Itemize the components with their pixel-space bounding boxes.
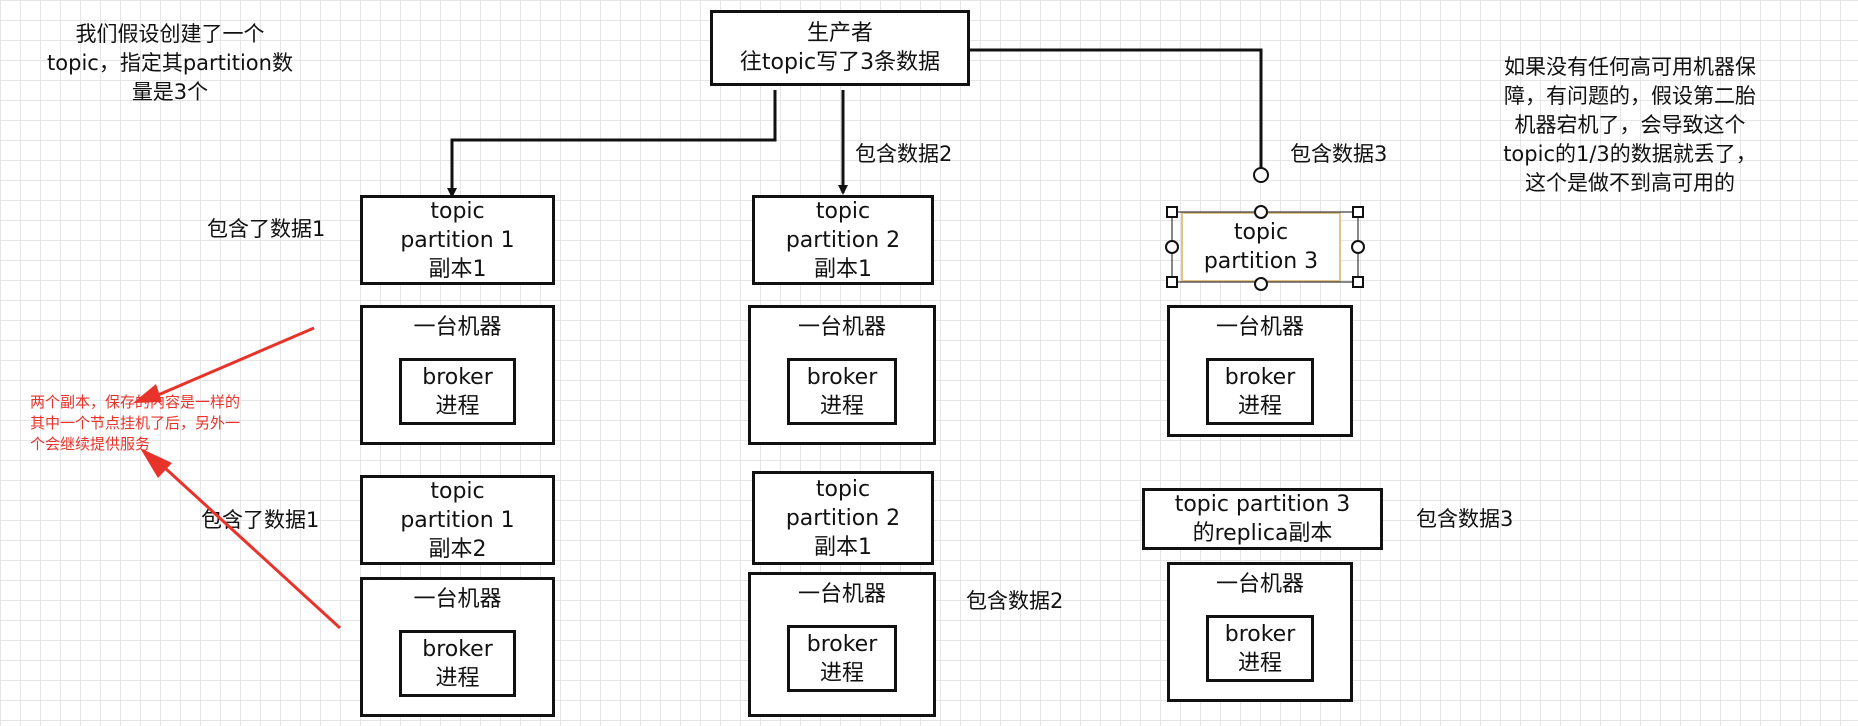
partition-1-replica-1[interactable]: topic partition 1 副本1: [360, 195, 555, 285]
label-contains-data-2-second: 包含数据2: [966, 589, 1064, 613]
broker-process[interactable]: broker 进程: [787, 625, 897, 692]
note-top-left: 我们假设创建了一个 topic，指定其partition数 量是3个: [47, 22, 293, 104]
machine-label: 一台机器: [1215, 572, 1304, 597]
broker-process[interactable]: broker 进程: [399, 630, 516, 697]
machine-5[interactable]: 一台机器 broker 进程: [748, 572, 936, 717]
partition-1-replica-2-text: topic partition 1 副本2: [400, 478, 515, 562]
producer-text: 生产者 往topic写了3条数据: [739, 21, 941, 75]
red-arrow-lower-shaft: [163, 466, 342, 630]
selection-handle-top[interactable]: [1254, 205, 1268, 219]
machine-1[interactable]: 一台机器 broker 进程: [360, 305, 555, 445]
connector-end-handle: [1253, 167, 1269, 183]
selection-handle-right[interactable]: [1351, 240, 1365, 254]
arrow-to-partition-3: [968, 48, 1263, 172]
selection-handle-bottom-right[interactable]: [1352, 276, 1364, 288]
label-contains-data-1: 包含了数据1: [207, 217, 326, 241]
partition-2-replica-1-second-text: topic partition 2 副本1: [785, 476, 901, 560]
machine-label: 一台机器: [1215, 315, 1304, 340]
machine-label: 一台机器: [797, 315, 886, 340]
broker-process[interactable]: broker 进程: [1206, 358, 1314, 425]
selection-handle-left[interactable]: [1165, 240, 1179, 254]
selection-handle-top-left[interactable]: [1166, 206, 1178, 218]
broker-process[interactable]: broker 进程: [787, 358, 897, 425]
partition-1-replica-2[interactable]: topic partition 1 副本2: [360, 475, 555, 565]
machine-label: 一台机器: [413, 587, 502, 612]
broker-process[interactable]: broker 进程: [1206, 615, 1314, 682]
note-top-right: 如果没有任何高可用机器保 障，有问题的，假设第二胎 机器宕机了，会导致这个 to…: [1503, 55, 1757, 195]
red-arrow-upper-head: [133, 384, 162, 403]
broker-process[interactable]: broker 进程: [399, 358, 516, 425]
label-contains-data-3: 包含数据3: [1290, 142, 1388, 166]
machine-4[interactable]: 一台机器 broker 进程: [360, 577, 555, 717]
machine-6[interactable]: 一台机器 broker 进程: [1167, 562, 1353, 702]
machine-2[interactable]: 一台机器 broker 进程: [748, 305, 936, 445]
partition-1-replica-1-text: topic partition 1 副本1: [400, 198, 515, 282]
partition-2-replica-1[interactable]: topic partition 2 副本1: [752, 195, 934, 285]
partition-3-text: topic partition 3: [1203, 220, 1319, 274]
selection-handle-top-right[interactable]: [1352, 206, 1364, 218]
arrow-to-partition-1: [447, 90, 777, 198]
partition-3-replica[interactable]: topic partition 3 的replica副本: [1142, 488, 1383, 550]
partition-2-replica-1-text: topic partition 2 副本1: [785, 198, 901, 282]
machine-3[interactable]: 一台机器 broker 进程: [1167, 305, 1353, 437]
machine-label: 一台机器: [413, 315, 502, 340]
partition-2-replica-1-second[interactable]: topic partition 2 副本1: [752, 471, 934, 565]
red-arrow-lower-head: [140, 448, 172, 478]
producer-box[interactable]: 生产者 往topic写了3条数据: [710, 10, 970, 86]
label-contains-data-3-second: 包含数据3: [1416, 507, 1514, 531]
selection-handle-bottom-left[interactable]: [1166, 276, 1178, 288]
red-arrow-upper-shaft: [157, 326, 315, 397]
partition-3[interactable]: topic partition 3: [1181, 212, 1341, 282]
machine-label: 一台机器: [797, 582, 886, 607]
label-contains-data-2: 包含数据2: [855, 142, 953, 166]
partition-3-replica-text: topic partition 3 的replica副本: [1174, 492, 1351, 546]
selection-handle-bottom[interactable]: [1254, 277, 1268, 291]
